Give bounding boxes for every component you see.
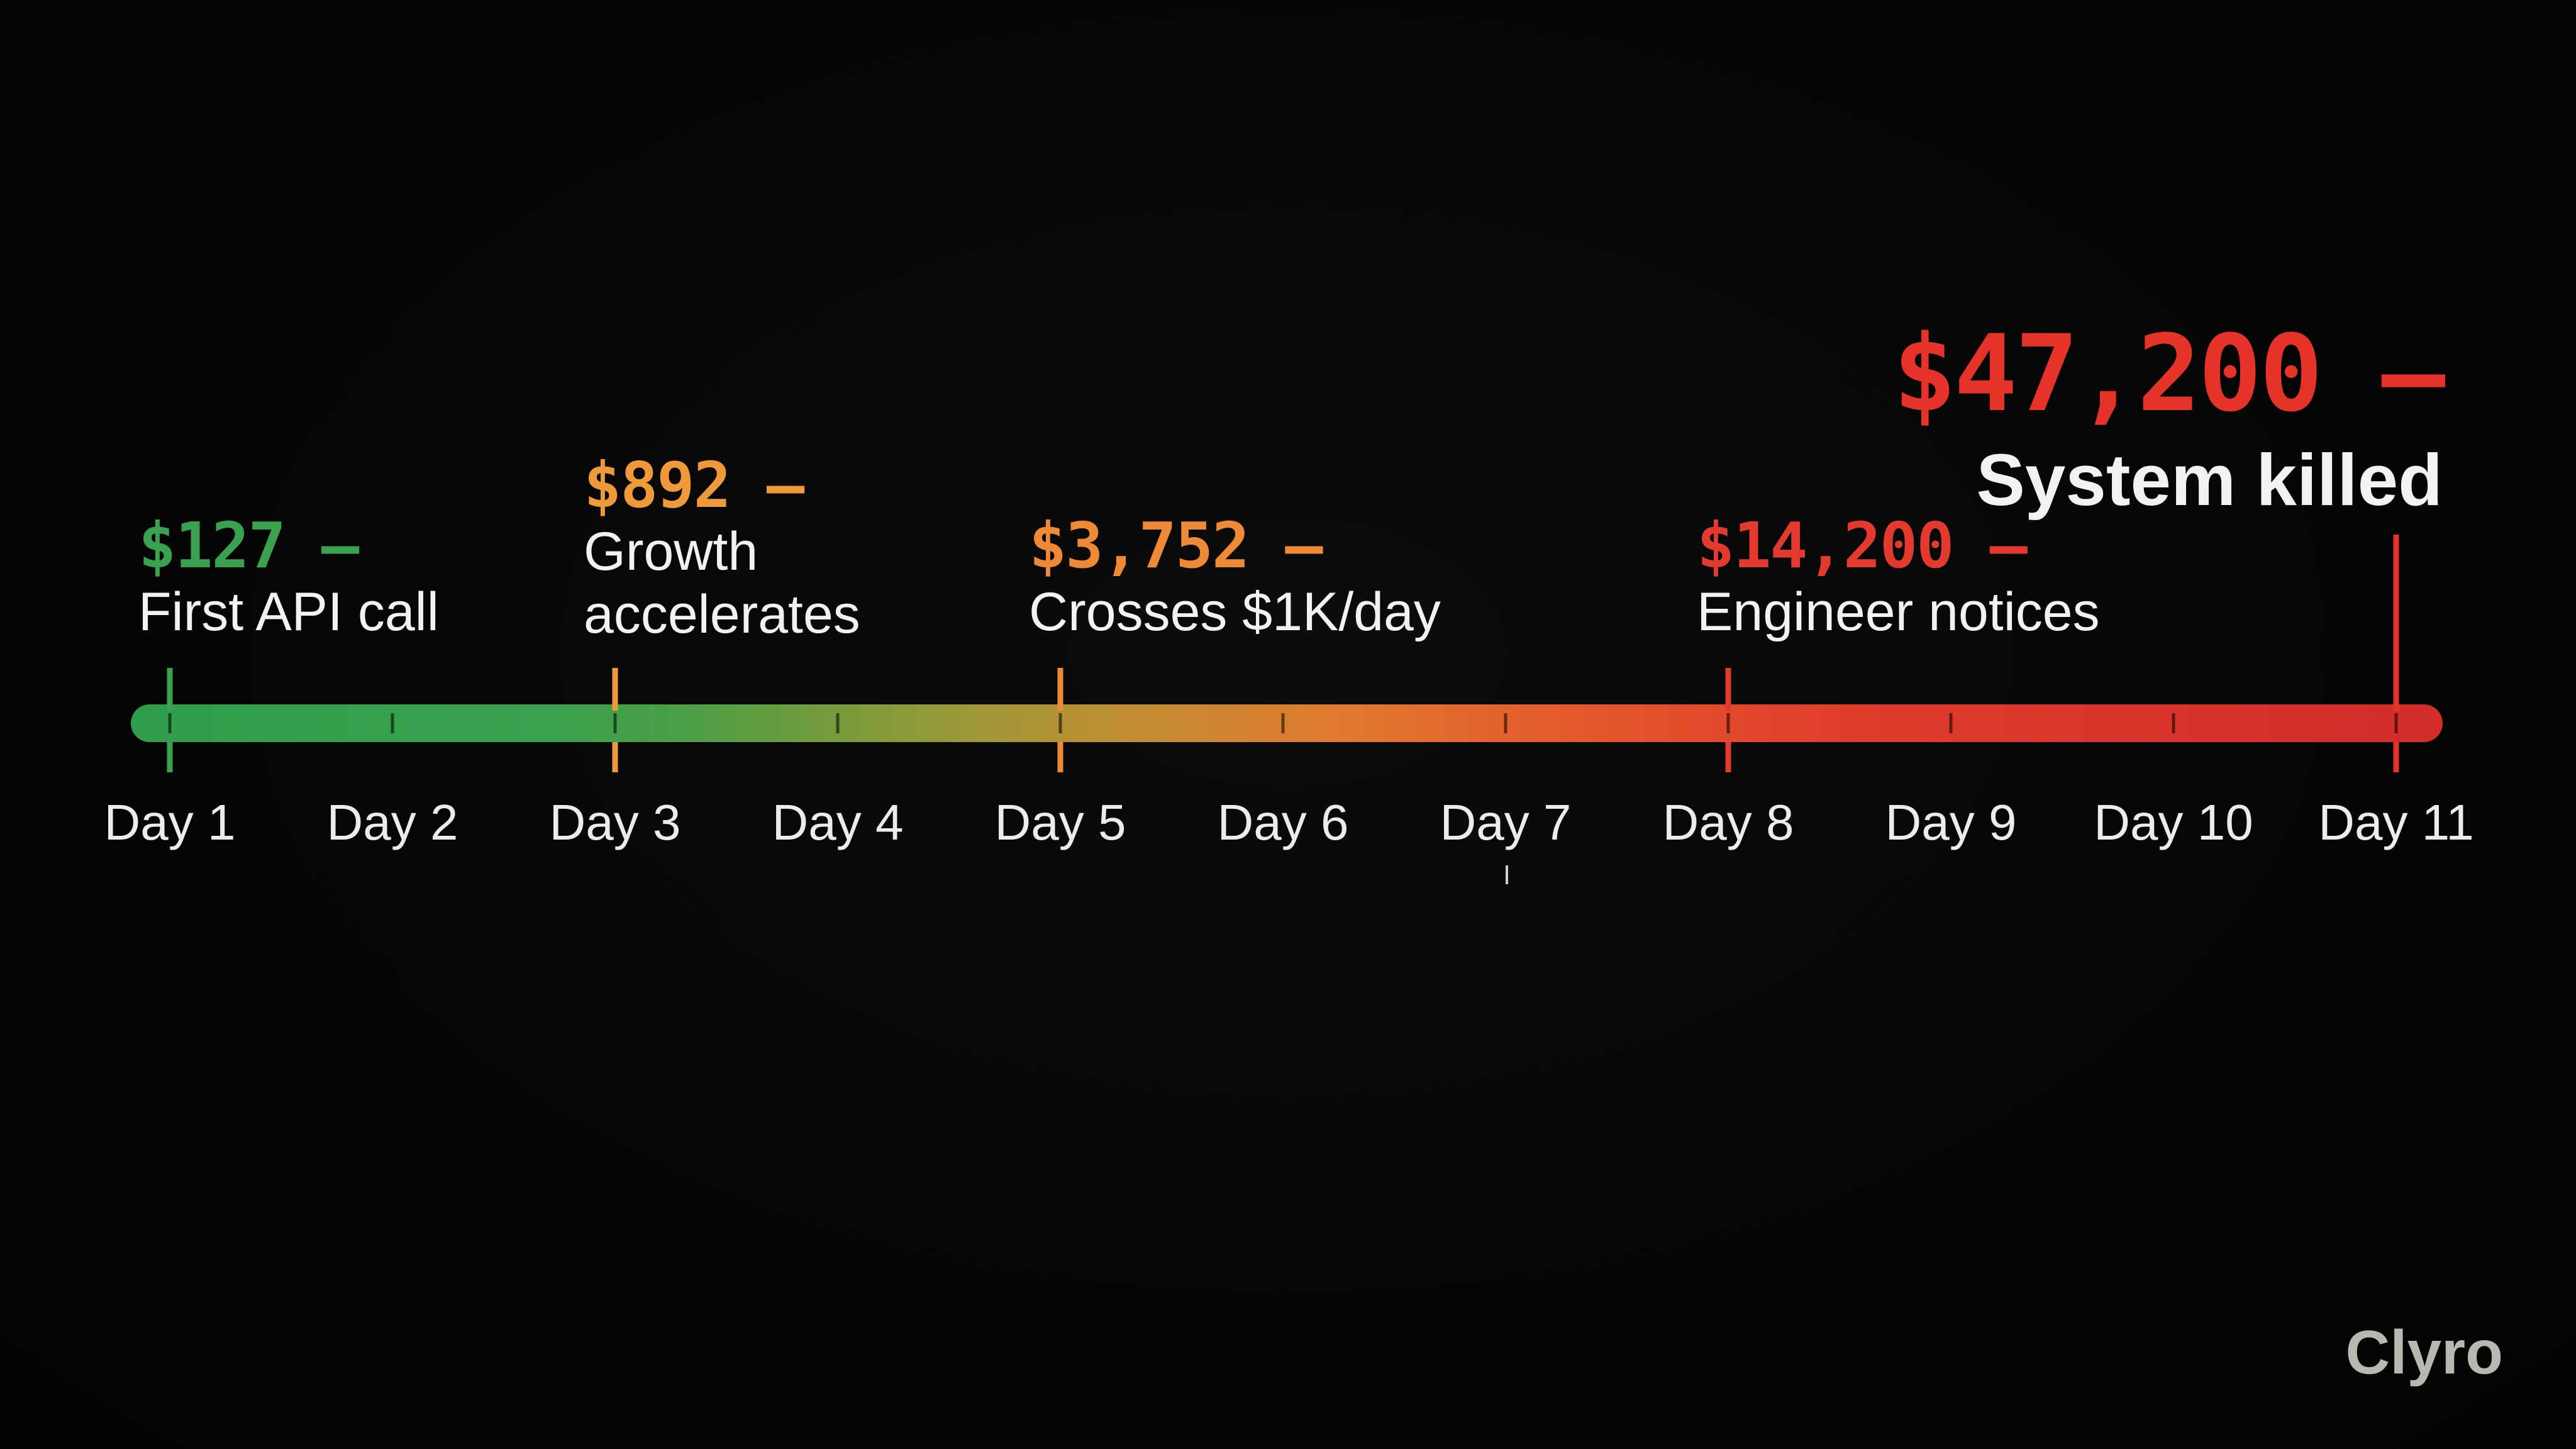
day-label: Day 8 <box>1662 794 1794 850</box>
milestone-stem <box>1057 668 1063 711</box>
brand-logo: Clyro <box>2345 1318 2503 1387</box>
minor-tick-mark <box>1506 865 1508 884</box>
milestone-description: Crosses $1K/day <box>1029 582 1441 642</box>
milestone-amount: $892 — <box>584 448 804 522</box>
milestone-annotation: $892 —Growth accelerates <box>584 454 860 647</box>
day-tick <box>391 713 394 733</box>
day-label: Day 6 <box>1217 794 1349 850</box>
milestone-description: System killed <box>1976 439 2443 521</box>
day-tick <box>1726 713 1730 733</box>
day-tick <box>613 713 617 733</box>
milestone-stem-lower <box>612 742 618 772</box>
milestone-description: Engineer notices <box>1697 582 2100 642</box>
day-label: Day 9 <box>1885 794 2017 850</box>
milestone-stem <box>1725 668 1731 711</box>
milestone-annotation: $3,752 —Crosses $1K/day <box>1029 514 1441 644</box>
milestone-amount: $3,752 — <box>1029 509 1323 582</box>
day-tick <box>2172 713 2175 733</box>
milestone-stem-lower <box>167 742 173 772</box>
milestone-amount: $127 — <box>138 509 359 582</box>
day-tick <box>1058 713 1062 733</box>
milestone-amount: $14,200 — <box>1697 509 2028 582</box>
milestone-description: First API call <box>138 582 439 642</box>
milestone-stem-lower <box>1057 742 1063 772</box>
day-tick <box>1504 713 1507 733</box>
day-label: Day 5 <box>994 794 1126 850</box>
day-label: Day 3 <box>549 794 681 850</box>
milestone-amount: $47,200 — <box>1892 312 2445 435</box>
day-label: Day 11 <box>2318 794 2474 850</box>
milestone-annotation: $47,200 —System killed <box>1892 312 2445 523</box>
milestone-description: Growth accelerates <box>584 521 860 645</box>
day-label: Day 2 <box>326 794 458 850</box>
day-label: Day 7 <box>1440 794 1572 850</box>
milestone-stem-lower <box>1725 742 1731 772</box>
milestone-annotation: $127 —First API call <box>138 514 439 644</box>
milestone-stem <box>612 668 618 711</box>
milestone-stem <box>167 668 173 711</box>
day-tick <box>1281 713 1285 733</box>
day-label: Day 10 <box>2094 794 2253 850</box>
day-tick <box>168 713 172 733</box>
milestone-stem <box>2393 535 2399 711</box>
timeline-track <box>131 704 2443 742</box>
day-label: Day 4 <box>772 794 904 850</box>
day-label: Day 1 <box>104 794 236 850</box>
milestone-stem-lower <box>2393 742 2399 772</box>
day-tick <box>1949 713 1953 733</box>
day-tick <box>836 713 840 733</box>
milestone-annotation: $14,200 —Engineer notices <box>1697 514 2100 644</box>
day-tick <box>2394 713 2398 733</box>
